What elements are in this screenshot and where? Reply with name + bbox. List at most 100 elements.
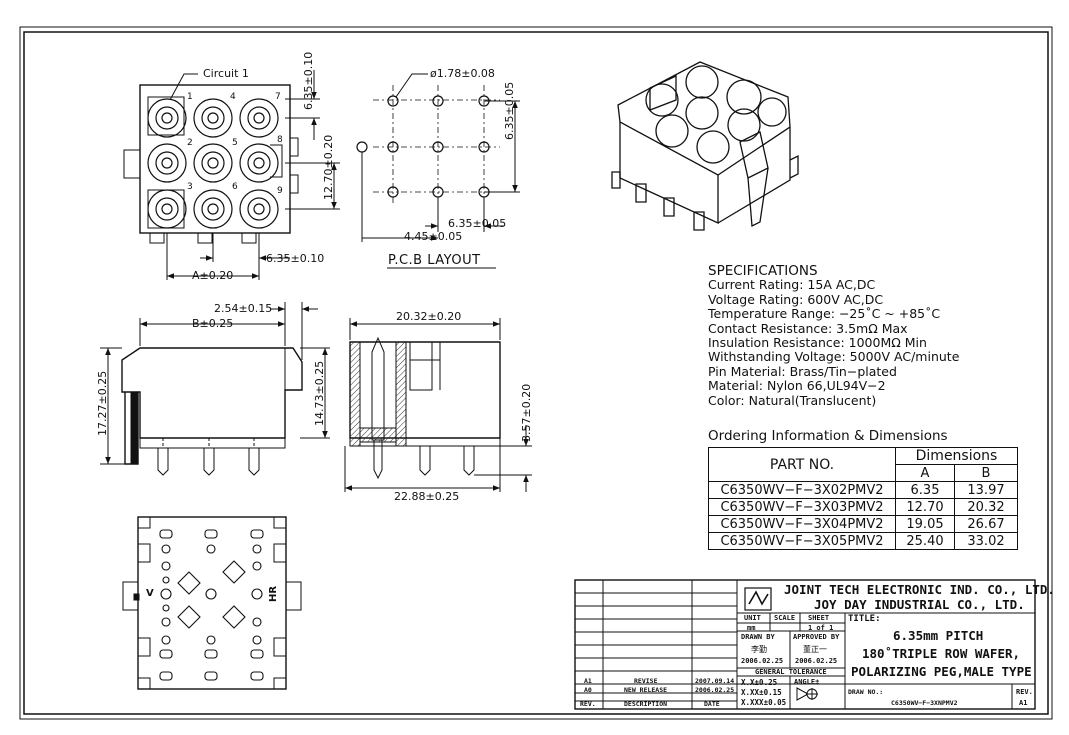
tolerance-2: X.XX±0.15 — [741, 688, 782, 697]
unit-label: UNIT — [744, 614, 761, 622]
dim-b: 13.97 — [954, 481, 1018, 499]
dim-side-peg: 2.54±0.15 — [214, 302, 273, 315]
side-view — [100, 302, 330, 476]
unit-value: mm — [747, 624, 756, 632]
pcb-hole-dia: ø1.78±0.08 — [430, 67, 495, 80]
spec-line: Color: Natural(Translucent) — [708, 392, 877, 408]
specifications-block: SPECIFICATIONS Current Rating: 15A AC,DC… — [708, 264, 959, 408]
header-rev: REV. — [580, 700, 596, 708]
part-number: C6350WV−F−3X03PMV2 — [708, 498, 896, 516]
company-name-2: JOY DAY INDUSTRIAL CO., LTD. — [814, 597, 1025, 612]
table-row: C6350WV−F−3X03PMV2 12.70 20.32 — [708, 498, 1018, 516]
dim-a: 6.35 — [895, 481, 955, 499]
col-b-header: B — [954, 464, 1018, 482]
pcb-caption: P.C.B LAYOUT — [388, 253, 481, 268]
revision-date: 2006.02.25 — [695, 686, 735, 694]
title-label: TITLE: — [848, 614, 881, 624]
tolerance-3: X.XXX±0.05 — [741, 698, 787, 707]
rev-value: A1 — [1019, 699, 1028, 707]
front-view — [123, 70, 340, 280]
pin-number: 5 — [232, 138, 238, 148]
revision-date: 2007.09.14 — [695, 677, 735, 685]
part-number: C6350WV−F−3X02PMV2 — [708, 481, 896, 499]
header-date: DATE — [704, 700, 720, 708]
dim-front-pitch-h: 6.35±0.10 — [266, 252, 325, 265]
pin-number: 2 — [187, 138, 193, 148]
drawn-name: 李勤 — [751, 645, 767, 654]
sheet-label: SHEET — [808, 614, 830, 622]
dim-a: 19.05 — [895, 515, 955, 533]
dim-section-top: 20.32±0.20 — [396, 310, 462, 323]
company-name-1: JOINT TECH ELECTRONIC IND. CO., LTD. — [784, 582, 1055, 597]
revision-desc: NEW RELEASE — [624, 686, 668, 694]
dim-b: 26.67 — [954, 515, 1018, 533]
header-description: DESCRIPTION — [624, 700, 668, 708]
table-row: C6350WV−F−3X02PMV2 6.35 13.97 — [708, 481, 1018, 499]
pin-number: 9 — [277, 186, 283, 196]
ordering-table: PART NO. Dimensions A B C6350WV−F−3X02PM… — [708, 447, 1018, 550]
drawn-label: DRAWN BY — [741, 633, 775, 641]
revision-rev: A0 — [584, 686, 592, 694]
dim-front-pitch-v: 6.35±0.10 — [302, 51, 315, 110]
general-tolerance: GENERAL TOLERANCE — [755, 668, 827, 676]
spec-line: Contact Resistance: 3.5mΩ Max — [708, 320, 908, 336]
spec-line: Insulation Resistance: 1000MΩ Min — [708, 335, 927, 351]
pin-number: 6 — [232, 182, 238, 192]
table-row: C6350WV−F−3X05PMV2 25.40 33.02 — [708, 532, 1018, 550]
col-part-header: PART NO. — [708, 447, 896, 482]
approved-date: 2006.02.25 — [795, 657, 838, 665]
revision-rev: A1 — [584, 677, 592, 685]
title-line-3: POLARIZING PEG,MALE TYPE — [851, 664, 1032, 679]
spec-line: Voltage Rating: 600V AC,DC — [708, 291, 884, 307]
col-a-header: A — [895, 464, 955, 482]
dim-a: 12.70 — [895, 498, 955, 516]
part-number: C6350WV−F−3X04PMV2 — [708, 515, 896, 533]
table-row: C6350WV−F−3X04PMV2 19.05 26.67 — [708, 515, 1018, 533]
dim-pcb-pitch-h: 6.35±0.05 — [448, 217, 507, 230]
dim-b: 33.02 — [954, 532, 1018, 550]
bottom-mark-left: V — [146, 588, 154, 599]
title-line-1: 6.35mm PITCH — [893, 628, 984, 643]
title-block-lines — [574, 579, 1036, 710]
dim-b: 20.32 — [954, 498, 1018, 516]
title-line-2: 180˚TRIPLE ROW WAFER, — [862, 646, 1021, 661]
spec-line: Temperature Range: −25˚C ~ +85˚C — [708, 306, 941, 322]
draw-no: C6350WV−F−3XNPMV2 — [891, 699, 958, 707]
pin-number: 8 — [277, 135, 283, 145]
approved-name: 董正一 — [803, 645, 827, 654]
scale-label: SCALE — [774, 614, 796, 622]
spec-line: Current Rating: 15A AC,DC — [708, 277, 876, 293]
section-view — [344, 318, 532, 492]
pcb-layout — [356, 73, 520, 269]
dim-pcb-offset: 4.45±0.05 — [404, 230, 463, 243]
pin-number: 1 — [187, 92, 193, 102]
dim-front-span: 12.70±0.20 — [322, 134, 335, 200]
bottom-mark-right: HR — [268, 585, 279, 602]
spec-heading: SPECIFICATIONS — [708, 263, 818, 279]
pin-number: 7 — [275, 92, 281, 102]
rev-label: REV. — [1016, 688, 1033, 696]
spec-line: Pin Material: Brass/Tin−plated — [708, 363, 897, 379]
sheet-value: 1 of 1 — [808, 624, 834, 632]
isometric-view — [611, 61, 799, 231]
dim-section-bottom: 22.88±0.25 — [394, 490, 460, 503]
dim-side-body: 14.73±0.25 — [313, 360, 326, 426]
draw-no-label: DRAW NO.: — [848, 688, 884, 696]
approved-label: APPROVED BY — [793, 633, 840, 641]
angle-label: ANGLE± — [794, 678, 820, 686]
dim-pcb-pitch-v: 6.35±0.05 — [503, 81, 516, 140]
part-number: C6350WV−F−3X05PMV2 — [708, 532, 896, 550]
col-dims-header: Dimensions — [895, 447, 1018, 465]
ordering-heading: Ordering Information & Dimensions — [708, 428, 948, 444]
dim-side-height: 17.27±0.25 — [96, 370, 109, 436]
pin-number: 3 — [187, 182, 193, 192]
dim-front-a: A±0.20 — [192, 269, 234, 282]
pin-number: 4 — [230, 92, 236, 102]
drawn-date: 2006.02.25 — [741, 657, 784, 665]
spec-line: Material: Nylon 66,UL94V−2 — [708, 378, 886, 394]
circuit-label: Circuit 1 — [203, 67, 249, 80]
spec-line: Withstanding Voltage: 5000V AC/minute — [708, 349, 960, 365]
front-contacts — [147, 98, 279, 229]
